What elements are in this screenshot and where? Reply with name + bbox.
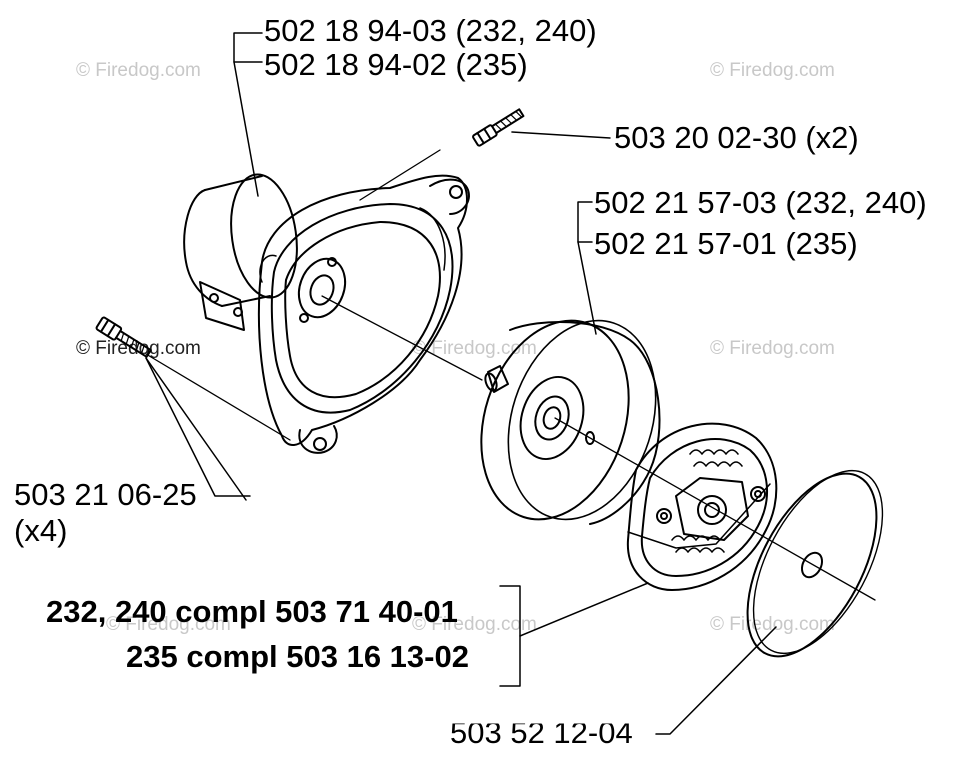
- part-label-screw-x4-qty: (x4): [14, 513, 68, 548]
- part-label-clutch-b: 235 compl 503 16 13-02: [126, 639, 469, 674]
- watermark: © Firedog.com: [76, 338, 201, 359]
- watermark: © Firedog.com: [710, 338, 835, 359]
- watermark: © Firedog.com: [412, 338, 537, 359]
- clutch-drum: [480, 319, 661, 525]
- part-label-drum-b: 502 21 57-01 (235): [594, 226, 858, 261]
- watermark: © Firedog.com: [106, 614, 231, 635]
- watermark: © Firedog.com: [710, 60, 835, 81]
- part-label-housing-a: 502 18 94-03 (232, 240): [264, 13, 597, 48]
- leader-lines: [145, 32, 777, 735]
- center-axis: [145, 149, 876, 601]
- part-label-housing-b: 502 18 94-02 (235): [264, 47, 528, 82]
- part-label-washer: 503 52 12-04: [450, 715, 633, 750]
- watermark: © Firedog.com: [412, 614, 537, 635]
- part-label-screw-x2: 503 20 02-30 (x2): [614, 120, 859, 155]
- watermark: © Firedog.com: [710, 614, 835, 635]
- clutch-housing: [183, 173, 470, 454]
- clutch-assembly: [626, 422, 778, 591]
- washer-disc: [746, 469, 884, 658]
- part-label-drum-a: 502 21 57-03 (232, 240): [594, 185, 927, 220]
- screw-top: [472, 108, 525, 147]
- watermark: © Firedog.com: [76, 60, 201, 81]
- screw-left: [95, 316, 152, 358]
- part-label-clutch-a: 232, 240 compl 503 71 40-01: [46, 594, 458, 629]
- part-label-screw-x4: 503 21 06-25: [14, 477, 197, 512]
